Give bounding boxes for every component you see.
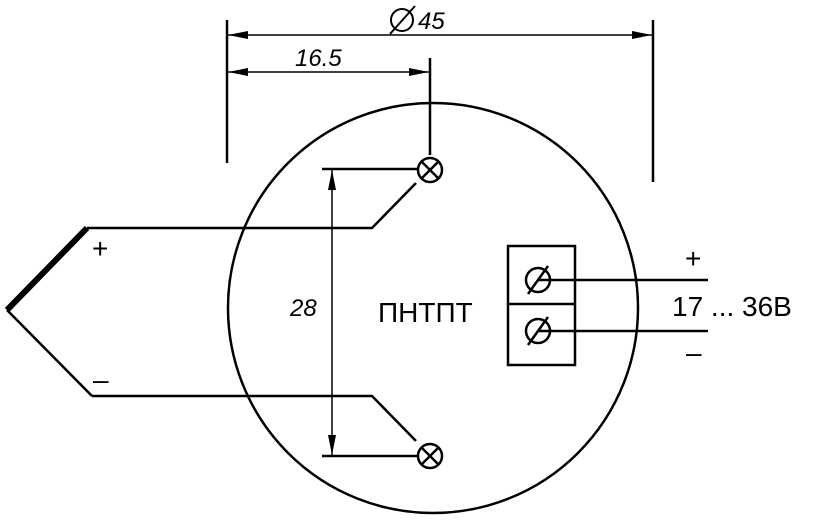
power-terminal-block: [506, 244, 577, 367]
probe-wire-lower-diagonal: [6, 309, 93, 397]
thermocouple-plus-sign: +: [92, 233, 108, 264]
thermocouple-minus-sign: –: [93, 364, 109, 395]
diameter-label: 45: [418, 8, 445, 35]
device-label: ПНТПТ: [378, 297, 473, 328]
spacing-label: 28: [289, 295, 317, 322]
terminal-screw-bottom-icon: [416, 442, 444, 470]
power-plus-sign: +: [685, 243, 701, 274]
probe-tip-thick: [4, 225, 90, 313]
thermocouple-wire-minus: [92, 394, 417, 442]
power-voltage-label: 17 ... 36В: [672, 291, 792, 322]
thermocouple-wire-plus: [87, 182, 417, 230]
housing-circle: [226, 101, 640, 515]
diameter-symbol-icon: [389, 5, 416, 35]
power-minus-sign: –: [686, 337, 702, 368]
offset-label: 16.5: [295, 45, 342, 72]
terminal-screw-top-icon: [416, 156, 444, 184]
